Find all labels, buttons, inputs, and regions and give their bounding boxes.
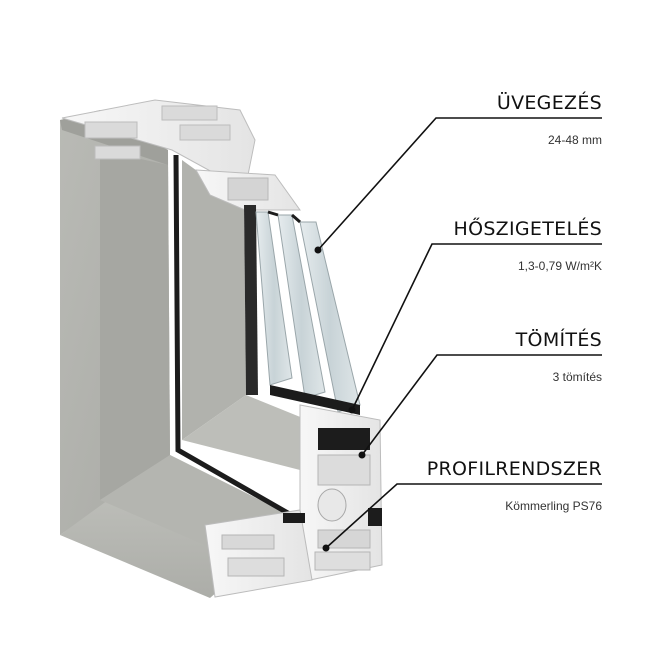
leader-hoszigeteles: [351, 243, 602, 411]
callout-title: TÖMÍTÉS: [515, 329, 602, 351]
bottom-profile-section: [204, 404, 383, 598]
callout-thermal-insulation: HŐSZIGETELÉS 1,3-0,79 W/m²K: [453, 218, 602, 273]
callout-glazing: ÜVEGEZÉS 24-48 mm: [497, 92, 602, 147]
leader-profilrendszer: [325, 483, 602, 549]
leader-tomites: [361, 354, 602, 456]
callout-subtitle: 3 tömítés: [552, 370, 602, 384]
leader-uvegezes: [317, 117, 602, 251]
callout-subtitle: 1,3-0,79 W/m²K: [517, 259, 602, 273]
sash: [182, 160, 320, 470]
triple-glazing: [244, 205, 361, 415]
leader-dot-tomites: [358, 451, 366, 459]
callout-title: PROFILRENDSZER: [426, 458, 602, 480]
frame-gasket-line: [173, 154, 302, 523]
leader-dot-uvegezes: [314, 246, 322, 254]
callout-title: ÜVEGEZÉS: [496, 92, 602, 114]
callout-sealing: TÖMÍTÉS 3 tömítés: [516, 329, 602, 384]
leader-dot-hoszigeteles: [348, 406, 356, 414]
callout-profile-system: PROFILRENDSZER Kömmerling PS76: [427, 458, 602, 513]
callout-subtitle: Kömmerling PS76: [505, 499, 602, 513]
top-profile-section: [61, 99, 301, 211]
callout-subtitle: 24-48 mm: [547, 133, 602, 147]
leader-dot-profilrendszer: [322, 544, 330, 552]
callout-leaders: [314, 117, 602, 552]
callout-title: HŐSZIGETELÉS: [453, 218, 602, 240]
